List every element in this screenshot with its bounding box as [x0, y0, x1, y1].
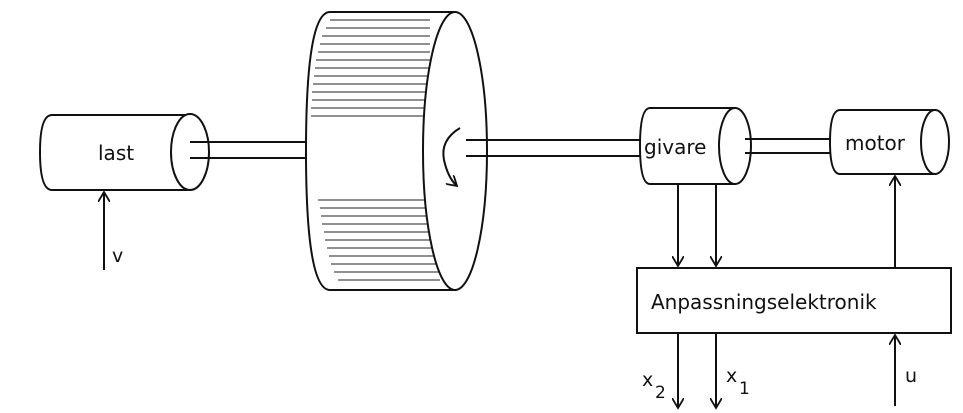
sensor-cylinder: givare — [638, 107, 752, 185]
electronics-label: Anpassningselektronik — [651, 290, 877, 314]
load-label: last — [98, 141, 134, 165]
sensor-label: givare — [644, 135, 706, 159]
motor-label: motor — [845, 131, 906, 155]
load-shaft — [190, 141, 318, 159]
flywheel-hatching — [311, 19, 440, 281]
output-x1-label: x 1 — [726, 365, 750, 399]
motor-shaft — [745, 138, 830, 154]
motor-cylinder: motor — [828, 109, 950, 175]
disturbance-label: v — [112, 245, 123, 267]
main-shaft — [466, 139, 640, 157]
flywheel — [304, 11, 488, 291]
svg-text:x: x — [726, 365, 737, 387]
svg-text:2: 2 — [655, 383, 666, 403]
svg-text:x: x — [642, 369, 653, 391]
output-x2-label: x 2 — [642, 369, 666, 403]
svg-text:1: 1 — [739, 379, 750, 399]
rotation-arrow — [442, 127, 461, 186]
load-cylinder: last — [38, 113, 210, 191]
electronics-box: Anpassningselektronik — [636, 267, 952, 334]
control-input-label: u — [905, 365, 917, 387]
